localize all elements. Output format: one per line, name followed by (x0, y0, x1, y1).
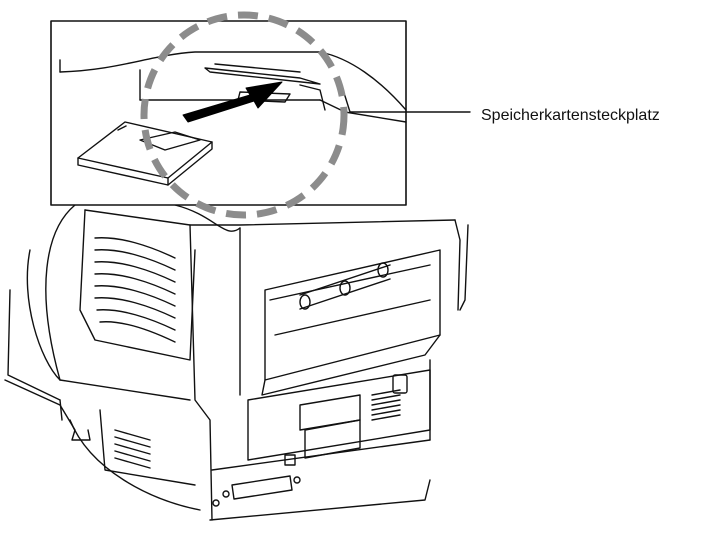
magnifier-lines (45, 204, 241, 381)
parallel-port (231, 475, 293, 500)
usb-port (284, 454, 296, 466)
callout-label: Speicherkartensteckplatz (481, 107, 660, 124)
leader-line (344, 95, 471, 113)
front-vent (114, 429, 151, 469)
roller-group (299, 262, 391, 310)
side-vent (94, 237, 176, 343)
printer-body (4, 209, 469, 521)
rear-vent (371, 389, 401, 421)
memory-card (77, 121, 213, 186)
highlight-circle (140, 11, 348, 219)
power-socket (392, 374, 408, 394)
memory-card-slot (204, 67, 321, 85)
insert-arrow-icon (182, 81, 283, 123)
